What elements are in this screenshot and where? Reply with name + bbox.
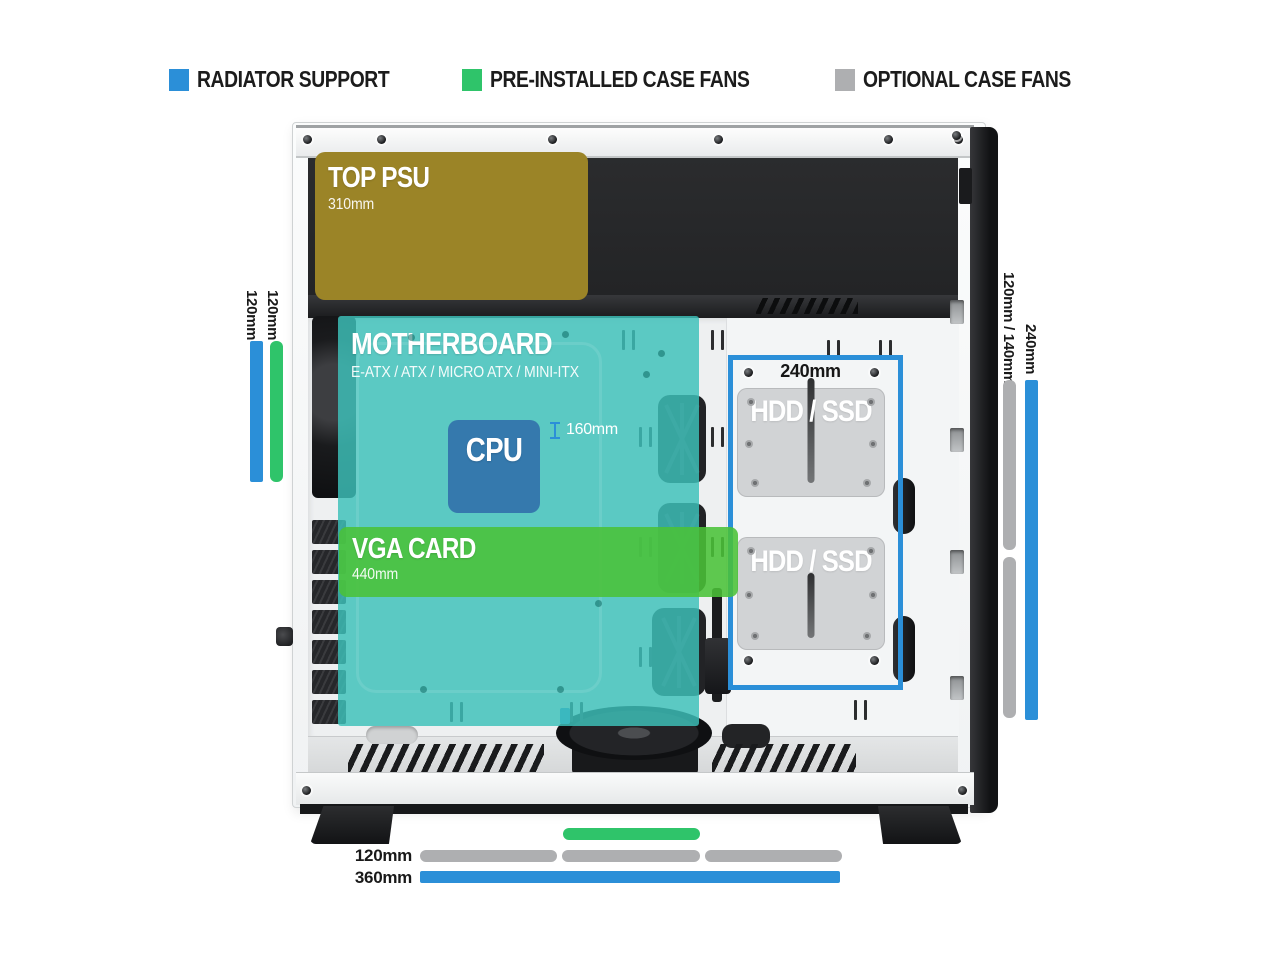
hdd-radiator-outline — [728, 355, 903, 690]
left-radiator-size-label: 120mm — [243, 290, 260, 341]
radiator-swatch-icon — [169, 68, 190, 91]
right-optional-fan-bar-2 — [1003, 557, 1016, 718]
right-optional-fan-bar-1 — [1003, 380, 1016, 550]
left-fan-size-label: 120mm — [264, 290, 281, 341]
cpu-title: CPU — [465, 431, 523, 468]
motherboard-tray-outline — [356, 342, 602, 693]
bottom-preinstalled-fan-bar — [563, 828, 700, 840]
legend-item-radiator: RADIATOR SUPPORT — [169, 66, 426, 93]
height-measure-icon — [549, 422, 561, 439]
front-latch-icon — [950, 550, 964, 574]
cable-slot-icon — [827, 340, 840, 360]
top-psu-overlay: TOP PSU 310mm — [315, 152, 588, 300]
optional-fan-swatch-icon — [835, 68, 856, 91]
hdd-tray-1: HDD / SSD — [737, 378, 885, 497]
tray-rail — [807, 378, 815, 483]
legend-label-preinstalled-fans: PRE-INSTALLED CASE FANS — [490, 66, 750, 92]
legend-item-optional-fans: OPTIONAL CASE FANS — [835, 66, 1110, 93]
bottom-optional-fan-bar-3 — [705, 850, 842, 862]
legend-label-optional-fans: OPTIONAL CASE FANS — [863, 66, 1071, 92]
screw-icon — [870, 656, 879, 665]
vga-card-length: 440mm — [352, 566, 399, 583]
screw-icon — [958, 786, 967, 795]
right-radiator-size-label: 240mm — [1022, 324, 1039, 375]
bottom-vent-right — [712, 744, 856, 772]
cable-slot-icon — [711, 330, 724, 350]
bottom-optional-fan-bar-1 — [420, 850, 557, 862]
screw-icon — [548, 135, 557, 144]
cable-slot-icon — [879, 340, 892, 360]
hdd-tray-2: HDD / SSD — [737, 537, 885, 650]
left-fan-bar — [270, 341, 283, 482]
thumbscrew-icon — [276, 627, 293, 646]
screw-icon — [744, 368, 753, 377]
hdd-tray-1-label: HDD / SSD — [750, 395, 872, 428]
hdd-width-label: 240mm — [780, 361, 841, 381]
front-latch-icon — [950, 300, 964, 324]
motherboard-form-factors: E-ATX / ATX / MICRO ATX / MINI-ITX — [351, 364, 579, 381]
bottom-radiator-bar — [420, 871, 840, 883]
screw-icon — [952, 131, 961, 140]
left-radiator-bar — [250, 341, 263, 482]
preinstalled-fan-swatch-icon — [462, 68, 483, 91]
screw-icon — [302, 786, 311, 795]
legend-label-radiator: RADIATOR SUPPORT — [197, 66, 390, 92]
hdd-cage-lock — [705, 638, 731, 694]
bottom-optional-fan-bar-2 — [562, 850, 700, 862]
tray-rail — [807, 573, 815, 638]
case-foot — [878, 806, 962, 844]
top-psu-title: TOP PSU — [328, 162, 430, 194]
cable-slot-icon — [711, 427, 724, 447]
legend-item-preinstalled-fans: PRE-INSTALLED CASE FANS — [462, 66, 799, 93]
hdd-tray-2-label: HDD / SSD — [750, 545, 872, 578]
floor-cutout — [366, 726, 418, 744]
vga-card-overlay: VGA CARD 440mm — [339, 527, 738, 597]
bottom-optional-fan-size-label: 120mm — [354, 846, 412, 865]
cpu-clearance-label: 160mm — [566, 421, 618, 438]
screw-icon — [377, 135, 386, 144]
legend: RADIATOR SUPPORT PRE-INSTALLED CASE FANS… — [0, 66, 1280, 93]
shroud-vents — [756, 298, 858, 314]
screw-icon — [714, 135, 723, 144]
case-foot — [310, 806, 394, 844]
front-panel — [970, 127, 998, 813]
top-psu-length: 310mm — [328, 196, 375, 213]
vga-card-title: VGA CARD — [352, 533, 476, 565]
front-latch-icon — [950, 676, 964, 700]
bottom-rail — [296, 772, 974, 805]
right-optional-fan-size-label: 120mm / 140mm — [1000, 272, 1017, 385]
front-latch-icon — [950, 428, 964, 452]
bottom-vent-left — [348, 744, 544, 772]
motherboard-title: MOTHERBOARD — [351, 326, 553, 361]
cable-slot-icon — [854, 700, 867, 720]
screw-icon — [303, 135, 312, 144]
pci-slot-covers — [312, 520, 346, 732]
bottom-radiator-size-label: 360mm — [354, 868, 412, 887]
screw-icon — [884, 135, 893, 144]
case-underside — [300, 804, 968, 814]
screw-icon — [744, 656, 753, 665]
right-radiator-bar — [1025, 380, 1038, 720]
front-panel-hinge — [959, 168, 972, 204]
cpu-overlay: CPU — [448, 420, 540, 513]
motherboard-overlay: MOTHERBOARD E-ATX / ATX / MICRO ATX / MI… — [338, 316, 699, 726]
screw-icon — [870, 368, 879, 377]
